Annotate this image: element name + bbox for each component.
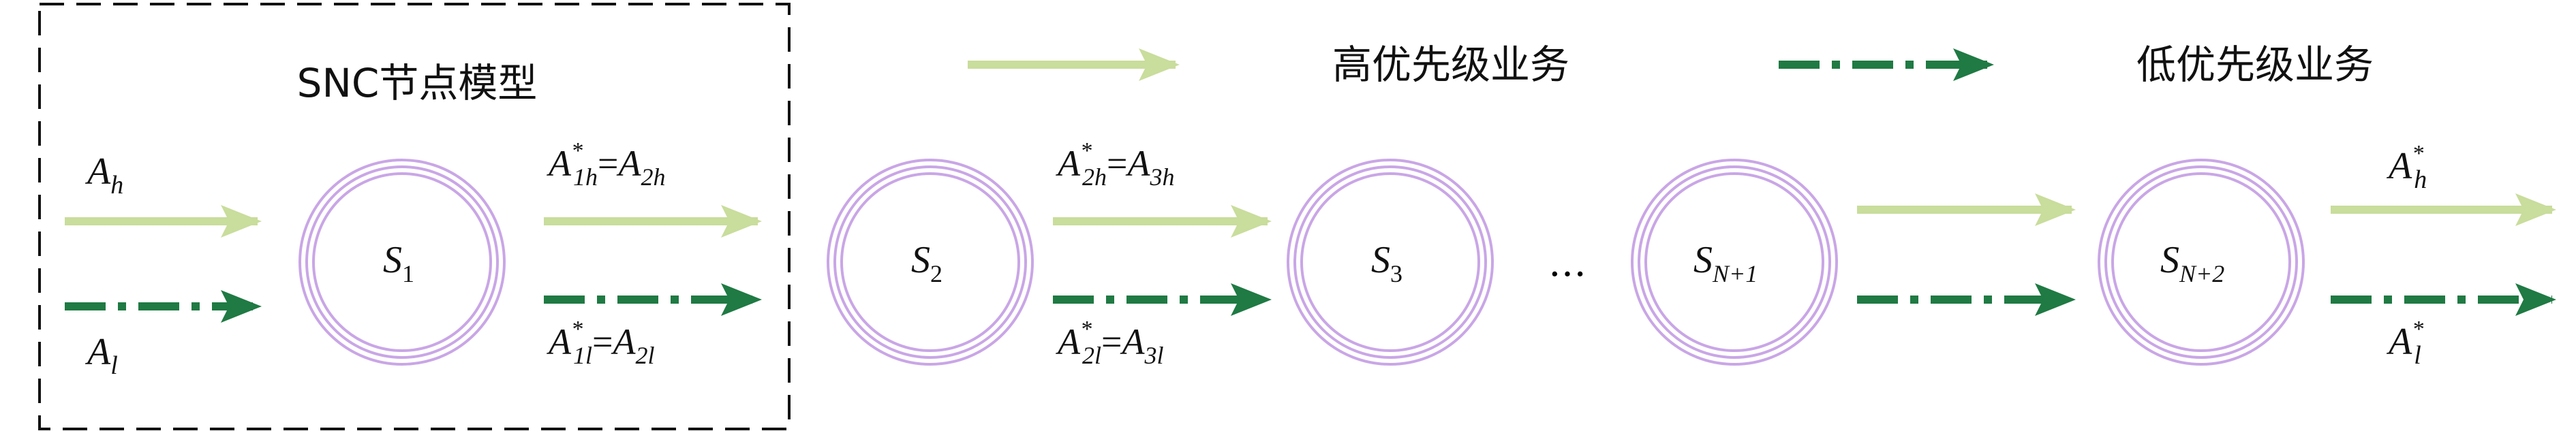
node-s2-label: S2 — [911, 239, 942, 287]
node-s-n-plus-2: SN+2 — [2098, 159, 2305, 366]
node-s3-label: S3 — [1371, 239, 1402, 287]
node-s1-label: S1 — [383, 239, 414, 287]
legend-high-label: 高优先级业务 — [1332, 42, 1569, 88]
link1-low-eq: A*1l=A2l — [547, 317, 655, 369]
node-s-n-plus-2-label: SN+2 — [2160, 239, 2224, 287]
output-high-label: A*h — [2386, 141, 2427, 194]
legend-low-label: 低优先级业务 — [2136, 42, 2374, 88]
input-low-label: Al — [85, 331, 118, 380]
snc-node-model-title: SNC节点模型 — [297, 60, 538, 106]
node-s3: S3 — [1287, 159, 1494, 366]
node-s-n-plus-1: SN+1 — [1631, 159, 1838, 366]
input-high-label: Ah — [85, 150, 123, 199]
node-ellipsis: … — [1548, 241, 1586, 285]
link2-high-eq: A*2h=A3h — [1056, 138, 1174, 191]
legend: 高优先级业务 低优先级业务 — [968, 42, 2374, 88]
node-s1: S1 — [298, 159, 506, 366]
node-s-n-plus-1-label: SN+1 — [1693, 239, 1758, 287]
link1-high-eq: A*1h=A2h — [547, 138, 665, 191]
node-s2: S2 — [827, 159, 1034, 366]
output-low-label: A*l — [2386, 317, 2423, 370]
link2-low-eq: A*2l=A3l — [1056, 317, 1164, 369]
snc-node-model-box — [38, 3, 791, 430]
